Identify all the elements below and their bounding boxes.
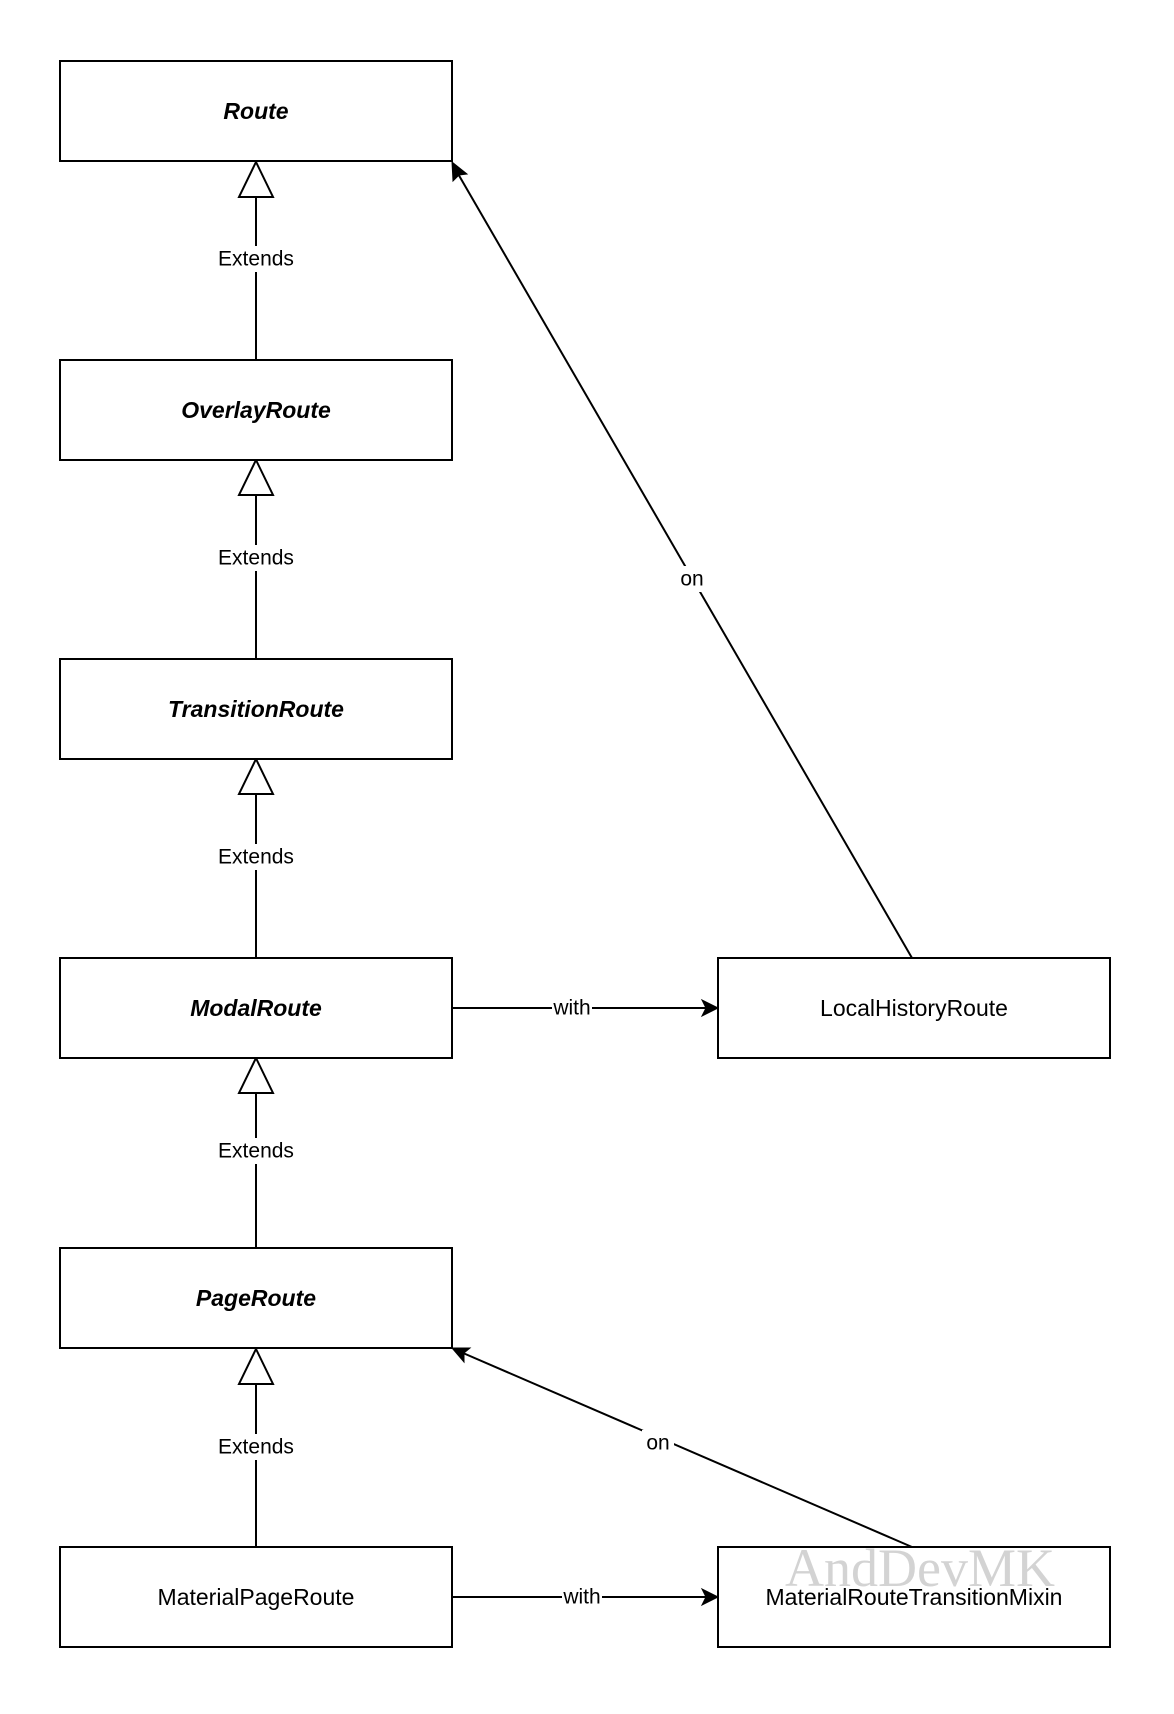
- arrowhead: [700, 1587, 720, 1607]
- class-node-local-history-route[interactable]: LocalHistoryRoute: [717, 957, 1111, 1059]
- class-node-modal-route[interactable]: ModalRoute: [59, 957, 453, 1059]
- edge-transition-extends-overlay: Extends: [210, 457, 302, 659]
- edge-label-extends: Extends: [218, 248, 294, 271]
- class-name: TransitionRoute: [168, 696, 344, 722]
- edge-modal-with-local-history: with: [452, 996, 720, 1020]
- edge-label-with: with: [552, 997, 590, 1020]
- edge-page-extends-modal: Extends: [210, 1055, 302, 1248]
- edge-label-extends: Extends: [218, 1140, 294, 1163]
- class-node-page-route[interactable]: PageRoute: [59, 1247, 453, 1349]
- inheritance-arrowhead: [237, 457, 275, 496]
- edge-label-with: with: [562, 1586, 600, 1609]
- class-node-overlay-route[interactable]: OverlayRoute: [59, 359, 453, 461]
- inheritance-arrowhead: [237, 1055, 275, 1094]
- arrowhead: [450, 1347, 472, 1364]
- watermark: AndDevMK: [785, 1538, 1055, 1598]
- edge-mixin-on-page-route: on: [450, 1347, 913, 1548]
- class-name: MaterialRouteTransitionMixin: [766, 1584, 1063, 1610]
- edge-label-on: on: [646, 1432, 669, 1455]
- inheritance-arrowhead: [237, 159, 275, 198]
- inheritance-arrowhead: [237, 756, 275, 795]
- class-node-transition-route[interactable]: TransitionRoute: [59, 658, 453, 760]
- edge-material-page-with-mixin: with: [452, 1585, 720, 1609]
- class-name: OverlayRoute: [181, 397, 331, 423]
- edge-material-page-extends-page: Extends: [210, 1346, 302, 1547]
- arrowhead: [451, 160, 469, 183]
- edge-label-extends: Extends: [218, 547, 294, 570]
- arrowhead: [700, 998, 720, 1018]
- edge-overlay-extends-route: Extends: [210, 159, 302, 360]
- class-node-material-page-route[interactable]: MaterialPageRoute: [59, 1546, 453, 1648]
- inheritance-arrowhead: [237, 1346, 275, 1385]
- class-name: PageRoute: [196, 1285, 316, 1311]
- edge-label-extends: Extends: [218, 1436, 294, 1459]
- class-name: LocalHistoryRoute: [820, 995, 1008, 1021]
- edge-local-history-on-route: on: [451, 160, 913, 959]
- edge-modal-extends-transition: Extends: [210, 756, 302, 958]
- edge-label-extends: Extends: [218, 846, 294, 869]
- class-name: Route: [223, 98, 288, 124]
- class-node-material-route-transition-mixin[interactable]: MaterialRouteTransitionMixin: [717, 1546, 1111, 1648]
- class-name: ModalRoute: [190, 995, 322, 1021]
- class-name: MaterialPageRoute: [158, 1584, 355, 1610]
- class-node-route[interactable]: Route: [59, 60, 453, 162]
- edge-label-on: on: [680, 568, 703, 591]
